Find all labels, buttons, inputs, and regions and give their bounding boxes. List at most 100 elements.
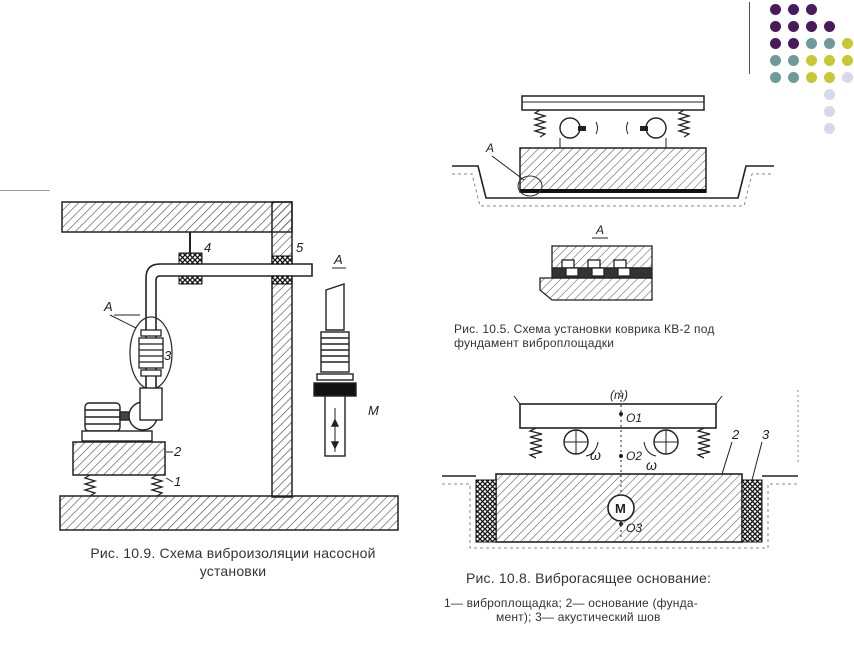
- leader-line: [491, 155, 525, 181]
- flexible-insert-3: [138, 329, 164, 377]
- vibrator-shaft: [640, 126, 648, 131]
- label-m-top: (m): [610, 388, 628, 402]
- dot: [788, 21, 799, 32]
- label-motor: M: [615, 501, 626, 516]
- fig-10-5-caption: Рис. 10.5. Схема установки коврика КВ-2 …: [444, 322, 784, 350]
- platform-edge: [715, 395, 723, 405]
- detail-a-circle: [517, 175, 543, 197]
- dot: [788, 72, 799, 83]
- dot: [770, 72, 781, 83]
- dot: [824, 55, 835, 66]
- caption-line: фундамент виброплощадки: [454, 336, 615, 350]
- acoustic-seam-3-left: [475, 479, 497, 543]
- rotation-arrow: [595, 121, 598, 135]
- dot: [842, 72, 853, 83]
- dot: [824, 38, 835, 49]
- fig-10-8-caption: Рис. 10.8. Виброгасящее основание:: [466, 570, 766, 587]
- leader-line: [721, 441, 733, 475]
- dot: [824, 123, 835, 134]
- leader-line: [751, 441, 763, 481]
- dot: [788, 38, 799, 49]
- spring: [676, 109, 692, 138]
- vibration-mat: [520, 189, 706, 193]
- dot: [770, 55, 781, 66]
- dot: [788, 55, 799, 66]
- vertical-divider-line: [749, 2, 750, 74]
- ground-hatch: [442, 483, 798, 549]
- spring: [696, 427, 711, 459]
- label-m: М: [368, 403, 379, 418]
- point-o2: [619, 454, 623, 458]
- label-omega-right: ω: [646, 457, 657, 473]
- hanger-isolator-4: [178, 252, 203, 265]
- fig-10-8-legend: 1— виброплощадка; 2— основание (фунда- м…: [444, 596, 784, 624]
- top-rule: [0, 190, 50, 191]
- figure-10-9-pump-vibration-isolation: 1 2 3 4 5 А А М: [59, 201, 399, 531]
- motor: [607, 494, 635, 522]
- legend-line: 1— виброплощадка; 2— основание (фунда-: [444, 596, 698, 610]
- vibrator-right: [645, 117, 667, 139]
- foundation-block-2: [72, 441, 166, 476]
- leader-line: [165, 477, 174, 483]
- caption-line: установки: [199, 563, 267, 579]
- label-a-detail: А: [595, 223, 604, 237]
- pump-unit: [81, 387, 163, 442]
- wall-sleeve-5b: [271, 275, 293, 285]
- dot: [788, 4, 799, 15]
- acoustic-seam-3-right: [741, 479, 763, 543]
- point-o1: [619, 412, 623, 416]
- label-o3: O3: [626, 521, 642, 535]
- vibro-platform: [521, 95, 705, 111]
- dot: [806, 72, 817, 83]
- dot: [770, 4, 781, 15]
- label-o2: O2: [626, 449, 642, 463]
- vibrator-left: [559, 117, 581, 139]
- floor-slab: [59, 495, 399, 531]
- dot: [806, 38, 817, 49]
- label-a-left: А: [103, 299, 113, 314]
- dot: [770, 38, 781, 49]
- platform-edge: [513, 395, 521, 405]
- label-3: 3: [164, 348, 172, 363]
- caption-line: Рис. 10.5. Схема установки коврика КВ-2 …: [454, 322, 715, 336]
- foundation-block: [519, 147, 707, 193]
- dot: [824, 89, 835, 100]
- spring-1-right: [149, 474, 165, 497]
- dot: [824, 21, 835, 32]
- rotation-arrow-right: [643, 441, 657, 457]
- legend-line: мент); 3— акустический шов: [496, 610, 661, 624]
- wall-sleeve-5: [271, 255, 293, 265]
- vibrator-shaft: [578, 126, 586, 131]
- dot: [824, 72, 835, 83]
- dot: [770, 21, 781, 32]
- ceiling-slab: [61, 201, 293, 233]
- vibro-platform-1: [519, 403, 717, 429]
- label-o1: O1: [626, 411, 642, 425]
- pipe: [145, 263, 313, 421]
- rotation-arrow-left: [585, 441, 599, 457]
- label-3: 3: [762, 427, 770, 442]
- label-1: 1: [174, 474, 181, 489]
- wall: [271, 201, 293, 498]
- dot: [806, 21, 817, 32]
- rotation-arrow: [626, 121, 629, 135]
- label-4: 4: [204, 240, 211, 255]
- caption-title: Рис. 10.8. Виброгасящее основание:: [466, 570, 712, 586]
- figure-10-5-vibration-mat-installation: А А: [452, 95, 774, 301]
- label-omega-left: ω: [590, 447, 601, 463]
- detail-a-mat-section: [539, 245, 653, 301]
- detail-a-flexible-joint: [313, 283, 357, 457]
- label-a-detail: А: [333, 252, 343, 267]
- decorative-dot-grid: [0, 0, 854, 191]
- dot: [842, 55, 853, 66]
- spring-1-left: [82, 474, 98, 497]
- dot: [842, 38, 853, 49]
- label-5: 5: [296, 240, 304, 255]
- spring: [532, 109, 548, 138]
- dot: [806, 55, 817, 66]
- figure-10-8-vibration-damping-base: M (m) O1 O2 O3 ω ω 2 3: [442, 388, 799, 549]
- ground-pit: [452, 165, 774, 199]
- leader-line: [109, 314, 137, 329]
- label-2: 2: [731, 427, 740, 442]
- dot: [824, 106, 835, 117]
